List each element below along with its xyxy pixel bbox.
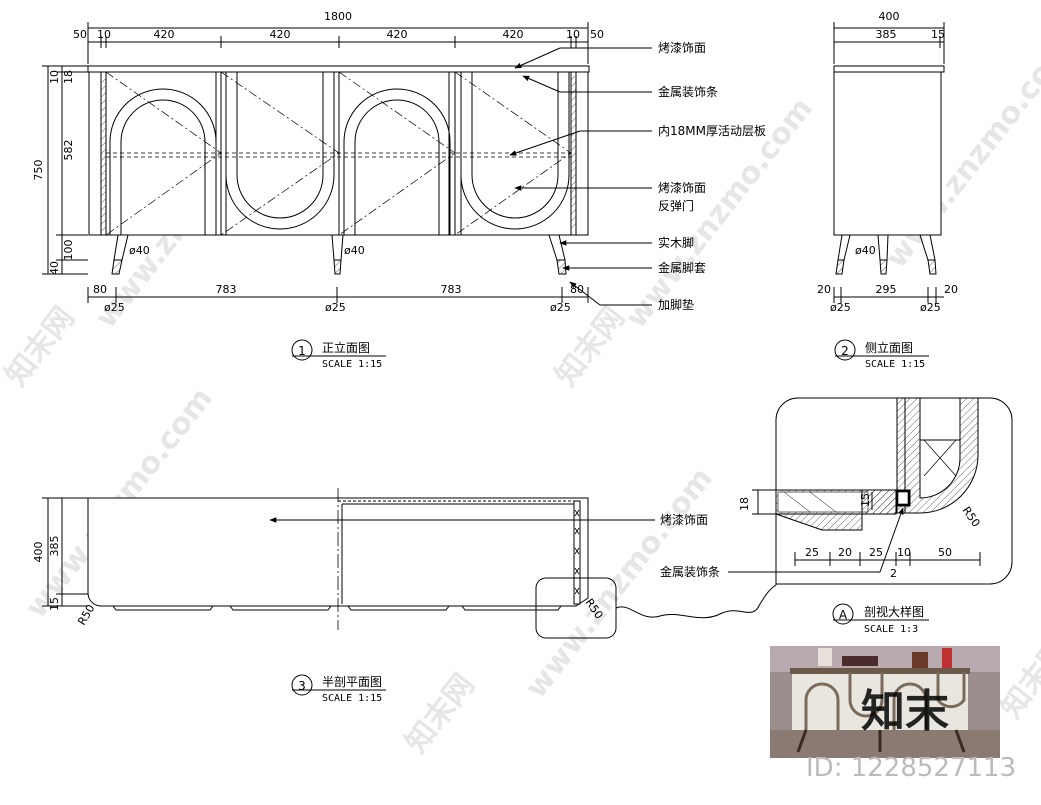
side-dim-main: 385 [876,28,897,41]
front-dim-bay2: 420 [270,28,291,41]
front-leg-dia-bottom-1: ø25 [104,301,125,314]
front-leg-dia-bottom-3: ø25 [550,301,571,314]
detail-title: 剖视大样图 [864,604,924,619]
front-elevation: 1800 50 10 420 420 420 420 10 50 750 10 … [32,10,766,370]
front-dim-base2: 40 [48,261,61,275]
callout-metal-strip: 金属装饰条 [658,84,718,99]
preview-photo: 知末 [770,646,1000,758]
plan-dim-main: 385 [48,536,61,557]
detail-dim-bottom-5: 50 [938,546,952,559]
front-dim-span2: 783 [441,283,462,296]
front-dim-base1: 100 [62,240,75,261]
detail-a: 18 15 25 20 25 10 50 2 R50 金属装饰条 A 剖视大样图… [660,397,1013,635]
front-dim-bottom-right: 80 [570,283,584,296]
watermark-brand-3: 知末网 [399,667,482,759]
plan-callout-paint-finish: 烤漆饰面 [660,512,708,527]
detail-dim-inner: 15 [859,493,872,507]
detail-title-number: A [839,608,848,622]
side-leg-dia-bottom-1: ø25 [830,301,851,314]
photo-watermark-logo: 知末 [861,686,949,737]
detail-dim-bottom-4: 10 [897,546,911,559]
detail-radius: R50 [960,504,983,529]
front-dim-bay1: 420 [154,28,175,41]
side-dim-bottom-left: 20 [817,283,831,296]
front-dim-body: 582 [62,140,75,161]
front-dim-left-edge: 50 [73,28,87,41]
watermark-brand-2: 知末网 [549,300,632,392]
callout-paint-finish-door: 烤漆饰面 [658,180,706,195]
detail-dim-height: 18 [738,497,751,511]
plan-scale: SCALE 1:15 [322,693,382,704]
plan-dim-edge: 15 [48,597,61,611]
detail-dim-bottom-2: 20 [838,546,852,559]
detail-dim-bottom-3: 25 [869,546,883,559]
front-title-number: 1 [298,344,306,358]
callout-paint-finish: 烤漆饰面 [658,40,706,55]
callout-wood-leg: 实木脚 [658,235,694,250]
callout-metal-cap: 金属脚套 [658,260,706,275]
front-dim-bottom-left: 80 [93,283,107,296]
front-leg-dia-top-2: ø40 [344,244,365,257]
watermark-id: ID: 1228527113 [806,753,1016,783]
side-scale: SCALE 1:15 [865,359,925,370]
front-dim-bay4: 420 [503,28,524,41]
front-dim-height-total: 750 [32,160,45,181]
front-dim-right-edge: 50 [590,28,604,41]
callout-shelf: 内18MM厚活动层板 [658,124,766,138]
side-dim-bottom-right: 20 [944,283,958,296]
side-leg-dia-top: ø40 [855,244,876,257]
callout-push-door: 反弹门 [658,198,694,213]
watermark-brand-1: 知末网 [0,300,82,392]
front-scale: SCALE 1:15 [322,359,382,370]
callout-foot-pad: 加脚垫 [658,297,694,312]
side-elevation: 400 385 15 20 295 20 ø40 ø25 ø25 2 侧立面图 … [817,10,958,370]
side-dim-edge: 15 [931,28,945,41]
detail-scale: SCALE 1:3 [864,624,918,635]
detail-dim-bottom-1: 25 [805,546,819,559]
side-dim-total: 400 [879,10,900,23]
detail-callout-metal-strip: 金属装饰条 [660,564,720,579]
detail-dim-gap: 2 [890,567,897,580]
plan-title-number: 3 [298,679,306,693]
plan-side-hatch [574,509,580,595]
plan-dim-total: 400 [32,542,45,563]
front-dim-left-small: 10 [97,28,111,41]
front-dim-span1: 783 [216,283,237,296]
front-dim-top1: 10 [48,70,61,84]
front-dim-top2: 18 [62,70,75,84]
watermark-brand-4: 知末网 [994,632,1041,724]
front-dim-bay3: 420 [387,28,408,41]
front-dim-total: 1800 [324,10,352,23]
front-legs [111,234,567,275]
side-title: 侧立面图 [865,340,913,355]
half-section-plan: 烤漆饰面 400 385 15 R50 R50 3 半剖平面图 SCALE 1:… [32,488,761,704]
side-leg-dia-bottom-2: ø25 [920,301,941,314]
front-leg-dia-bottom-2: ø25 [325,301,346,314]
front-title: 正立面图 [322,340,370,355]
front-dim-right-small: 10 [566,28,580,41]
side-dim-bottom-mid: 295 [876,283,897,296]
front-leg-dia-top-1: ø40 [129,244,150,257]
side-title-number: 2 [841,344,849,358]
plan-title: 半剖平面图 [322,675,382,689]
